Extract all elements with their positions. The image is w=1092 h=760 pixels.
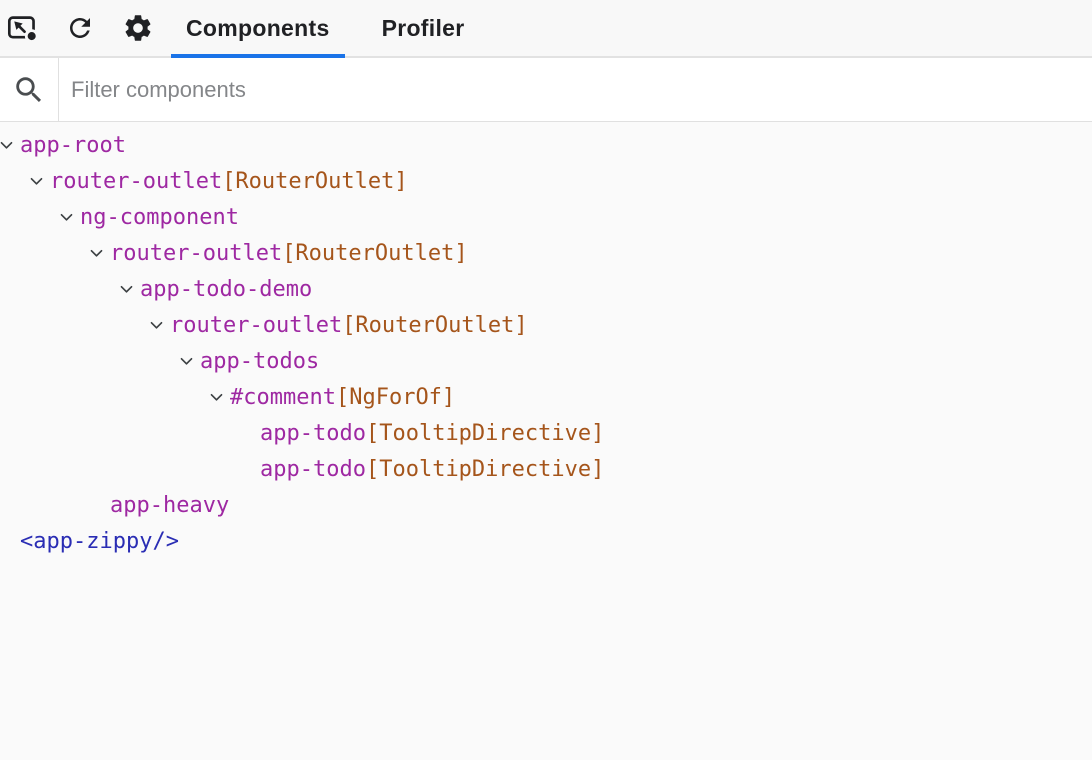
node-directives: [NgForOf]	[335, 384, 456, 410]
tree-node[interactable]: ng-component	[0, 199, 1092, 235]
refresh-icon	[65, 13, 95, 43]
chevron-down-icon[interactable]	[150, 321, 163, 330]
node-name: router-outlet	[50, 168, 223, 194]
chevron-down-icon[interactable]	[60, 213, 73, 222]
node-name: app-todo	[260, 456, 366, 482]
node-directives: [RouterOutlet]	[222, 168, 408, 194]
node-directives: [TooltipDirective]	[365, 456, 605, 482]
chevron-down-icon[interactable]	[0, 141, 13, 150]
inspect-component-button[interactable]	[7, 0, 37, 56]
tab-bar: Components Profiler	[171, 0, 480, 58]
search-icon-box	[0, 58, 59, 121]
refresh-button[interactable]	[65, 0, 95, 56]
node-name: #comment	[230, 384, 336, 410]
tree-node[interactable]: router-outlet [RouterOutlet]	[0, 163, 1092, 199]
tree-node[interactable]: app-root	[0, 127, 1092, 163]
chevron-down-icon[interactable]	[30, 177, 43, 186]
node-name: router-outlet	[170, 312, 343, 338]
node-name: app-root	[20, 132, 126, 158]
chevron-down-icon[interactable]	[120, 285, 133, 294]
tree-node[interactable]: router-outlet [RouterOutlet]	[0, 307, 1092, 343]
tree-node[interactable]: router-outlet [RouterOutlet]	[0, 235, 1092, 271]
node-name: router-outlet	[110, 240, 283, 266]
tab-components[interactable]: Components	[171, 0, 345, 58]
chevron-down-icon[interactable]	[180, 357, 193, 366]
tree-node[interactable]: app-heavy	[0, 487, 1092, 523]
node-name: ng-component	[80, 204, 239, 230]
tab-profiler[interactable]: Profiler	[381, 14, 465, 41]
node-name: app-todos	[200, 348, 320, 374]
chevron-down-icon[interactable]	[90, 249, 103, 258]
settings-button[interactable]	[123, 0, 153, 56]
toolbar: Components Profiler	[0, 0, 1092, 58]
tree-node[interactable]: app-todos	[0, 343, 1092, 379]
chevron-down-icon[interactable]	[210, 393, 223, 402]
tree-node[interactable]: app-todo [TooltipDirective]	[0, 451, 1092, 487]
filter-components-input[interactable]	[59, 58, 1092, 121]
search-icon	[12, 73, 46, 107]
inspect-component-icon	[7, 14, 37, 42]
tree-node[interactable]: <app-zippy/>	[0, 523, 1092, 559]
node-name: app-todo-demo	[140, 276, 313, 302]
component-tree: app-root router-outlet [RouterOutlet] ng…	[0, 122, 1092, 760]
node-name: <app-zippy/>	[20, 528, 179, 554]
node-name: app-todo	[260, 420, 366, 446]
node-name: app-heavy	[110, 492, 230, 518]
filter-bar	[0, 58, 1092, 122]
tree-node[interactable]: app-todo [TooltipDirective]	[0, 415, 1092, 451]
node-directives: [TooltipDirective]	[365, 420, 605, 446]
tree-node[interactable]: #comment [NgForOf]	[0, 379, 1092, 415]
node-directives: [RouterOutlet]	[282, 240, 468, 266]
settings-gear-icon	[122, 12, 154, 44]
tree-node[interactable]: app-todo-demo	[0, 271, 1092, 307]
node-directives: [RouterOutlet]	[342, 312, 528, 338]
